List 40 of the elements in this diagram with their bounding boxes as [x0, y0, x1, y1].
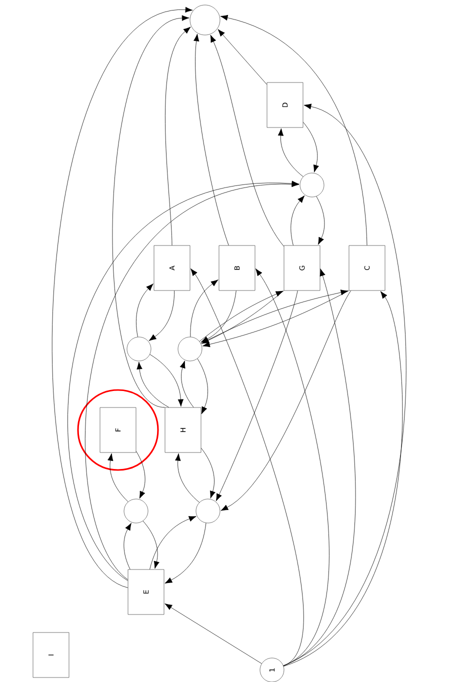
- arrow: [108, 453, 128, 502]
- arrow: [194, 34, 229, 246]
- arrow: [290, 195, 305, 246]
- arrow: [164, 604, 262, 664]
- arrow: [255, 268, 330, 666]
- arrow: [142, 520, 160, 569]
- arrow: [197, 358, 208, 414]
- arrow: [190, 280, 218, 338]
- place-circle: [178, 336, 202, 362]
- arrow: [201, 448, 216, 498]
- arrow: [164, 522, 206, 584]
- arrow: [165, 26, 191, 246]
- arrow: [220, 14, 368, 246]
- arrow: [210, 34, 284, 246]
- place-circle: [190, 4, 220, 36]
- arrow: [112, 15, 190, 408]
- arrow: [220, 290, 352, 511]
- arrow: [283, 291, 402, 667]
- arrow: [150, 516, 196, 570]
- arrow: [216, 290, 298, 502]
- arrow: [52, 6, 193, 588]
- arrow: [150, 354, 184, 407]
- arrow: [148, 290, 175, 341]
- arrow: [136, 451, 146, 499]
- arrow: [218, 29, 267, 85]
- arrow: [136, 362, 170, 408]
- arrow: [136, 284, 154, 338]
- place-circle: [126, 336, 152, 362]
- arrow: [124, 522, 132, 570]
- arrow: [190, 268, 304, 666]
- place-circle: [124, 498, 148, 524]
- arrow: [283, 104, 406, 666]
- arrow: [316, 196, 325, 245]
- place-circle: [196, 498, 220, 524]
- arrow: [278, 128, 304, 177]
- arrow: [175, 453, 200, 503]
- arrow: [283, 268, 356, 666]
- arrow: [303, 122, 319, 172]
- place-circle: [300, 172, 324, 198]
- arrow: [180, 360, 194, 408]
